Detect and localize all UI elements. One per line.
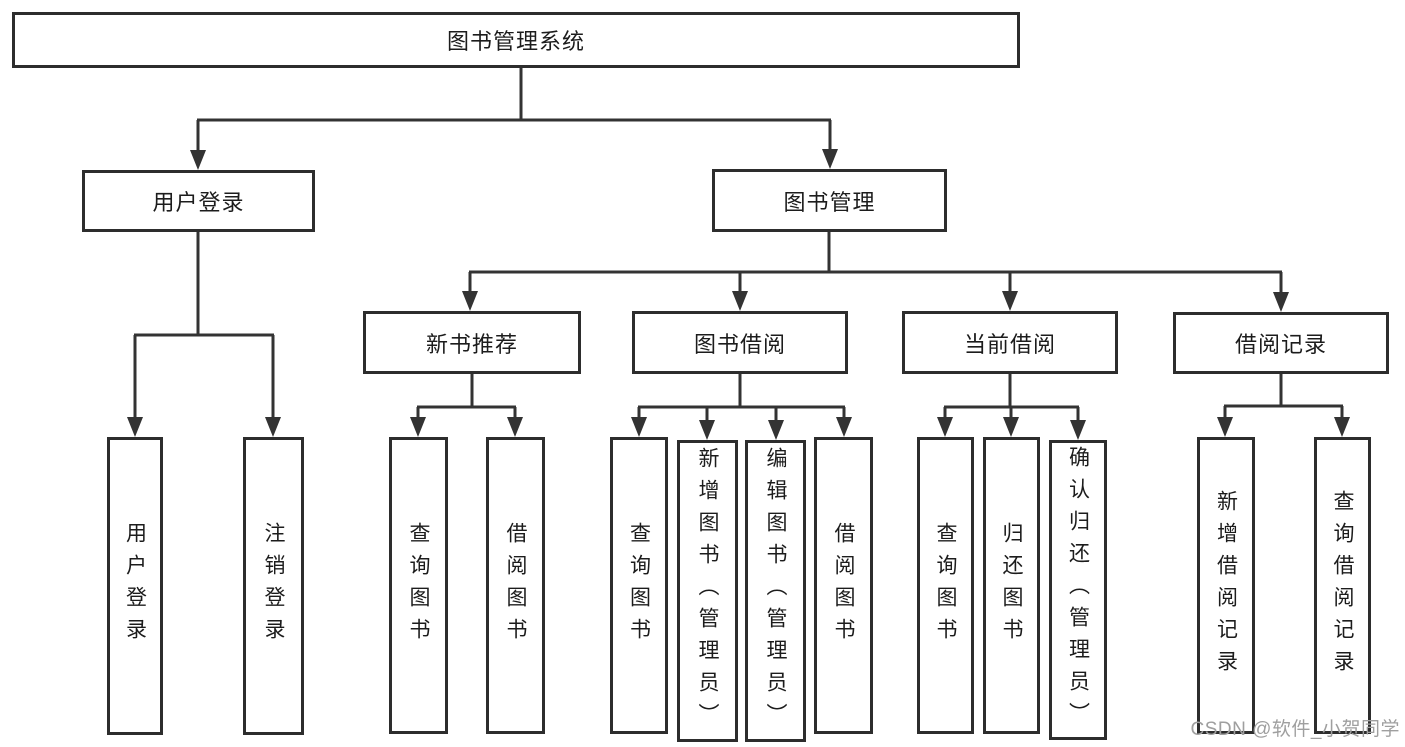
leaf-user-login: 用户登录 [107,437,163,735]
leaf-newbook-borrow-book-label: 借阅图书 [504,521,527,650]
leaf-logout-label: 注销登录 [262,522,285,650]
leaf-current-query-book: 查询图书 [917,437,974,734]
node-user-login: 用户登录 [82,170,315,232]
node-new-book-recommend-label: 新书推荐 [425,331,518,357]
leaf-current-return-book-label: 归还图书 [1000,521,1023,650]
node-user-login-label: 用户登录 [152,190,245,215]
leaf-borrow-add-book-admin-label: 新增图书（管理员） [696,447,719,735]
leaf-record-add-record: 新增借阅记录 [1197,437,1255,734]
leaf-borrow-borrow-book-label: 借阅图书 [832,521,855,650]
node-new-book-recommend: 新书推荐 [363,311,581,374]
leaf-current-confirm-return-admin: 确认归还（管理员） [1049,440,1107,740]
leaf-borrow-borrow-book: 借阅图书 [814,437,873,734]
node-library-system: 图书管理系统 [12,12,1020,68]
leaf-newbook-query-book-label: 查询图书 [407,521,430,650]
leaf-borrow-query-book-label: 查询图书 [627,521,651,650]
leaf-record-query-record: 查询借阅记录 [1314,437,1371,734]
leaf-borrow-query-book: 查询图书 [610,437,668,734]
node-book-management-label: 图书管理 [783,189,876,215]
node-library-system-label: 图书管理系统 [446,29,585,54]
leaf-current-query-book-label: 查询图书 [934,521,957,650]
node-current-borrow: 当前借阅 [902,311,1118,374]
leaf-borrow-edit-book-admin-label: 编辑图书（管理员） [764,447,787,735]
leaf-current-confirm-return-admin-label: 确认归还（管理员） [1066,446,1090,734]
leaf-record-add-record-label: 新增借阅记录 [1214,489,1238,682]
node-book-management: 图书管理 [712,169,947,232]
leaf-newbook-query-book: 查询图书 [389,437,448,734]
leaf-newbook-borrow-book: 借阅图书 [486,437,545,734]
leaf-borrow-add-book-admin: 新增图书（管理员） [677,440,738,742]
node-book-borrow: 图书借阅 [632,311,848,374]
node-borrow-record-label: 借阅记录 [1234,332,1327,357]
csdn-watermark: CSDN @软件_小贺同学 [1190,719,1400,740]
leaf-record-query-record-label: 查询借阅记录 [1331,489,1354,682]
node-borrow-record: 借阅记录 [1173,312,1389,374]
node-current-borrow-label: 当前借阅 [963,331,1056,357]
node-book-borrow-label: 图书借阅 [693,331,786,357]
leaf-logout: 注销登录 [243,437,304,735]
leaf-current-return-book: 归还图书 [983,437,1040,734]
leaf-borrow-edit-book-admin: 编辑图书（管理员） [745,440,806,742]
leaf-user-login-label: 用户登录 [123,522,147,650]
